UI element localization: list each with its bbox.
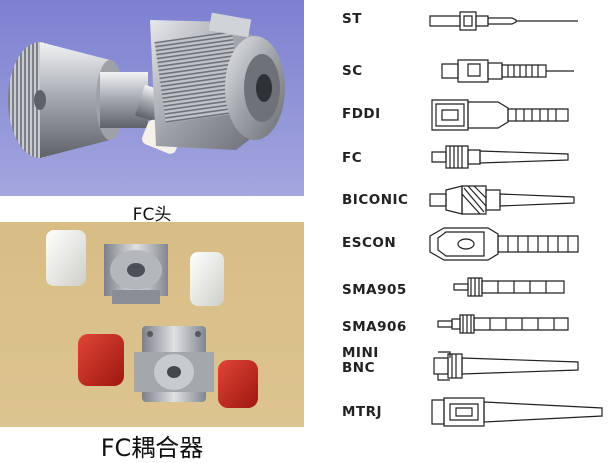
connector-label-biconic: BICONIC (342, 192, 409, 208)
fc-head-illustration (0, 0, 304, 196)
connector-label-sc: SC (342, 63, 363, 79)
fc-head-photo (0, 0, 304, 196)
connector-label-sma906: SMA906 (342, 319, 407, 335)
round-fc-coupler (104, 244, 168, 304)
connector-label-mtrj: MTRJ (342, 404, 383, 420)
fc-coupler-photo (0, 222, 304, 427)
connector-label-escon: ESCON (342, 235, 397, 251)
connector-type-chart: ST SC FDDI (330, 0, 609, 457)
mtrj-connector-icon (431, 397, 603, 427)
connector-label-fddi: FDDI (342, 106, 381, 122)
fc-coupler-illustration (0, 222, 304, 427)
st-connector-icon (429, 11, 578, 31)
connector-label-sma905: SMA905 (342, 282, 407, 298)
connector-label-st: ST (342, 11, 362, 27)
red-dust-cap (78, 334, 124, 386)
connector-label-bnc: BNC (342, 360, 375, 376)
red-dust-cap (218, 360, 258, 408)
fc-coupler-caption: FC耦合器 (100, 434, 204, 462)
fc-adapter (150, 12, 285, 150)
fc-connector-icon (431, 145, 569, 169)
sma906-connector-icon (437, 314, 569, 334)
connector-label-fc: FC (342, 150, 363, 166)
connector-label-mini: MINI (342, 345, 379, 361)
fc-head-caption: FC头 (132, 205, 172, 225)
white-dust-cap (46, 230, 86, 286)
connector-label-mini-bnc: MINI BNC (342, 346, 379, 376)
sc-connector-icon (441, 59, 574, 83)
square-fc-coupler (134, 326, 214, 402)
escon-connector-icon (429, 227, 579, 261)
fddi-connector-icon (431, 99, 569, 131)
biconic-connector-icon (429, 185, 575, 215)
sma905-connector-icon (453, 277, 565, 297)
white-dust-cap (190, 252, 224, 306)
mini-bnc-connector-icon (433, 351, 579, 381)
